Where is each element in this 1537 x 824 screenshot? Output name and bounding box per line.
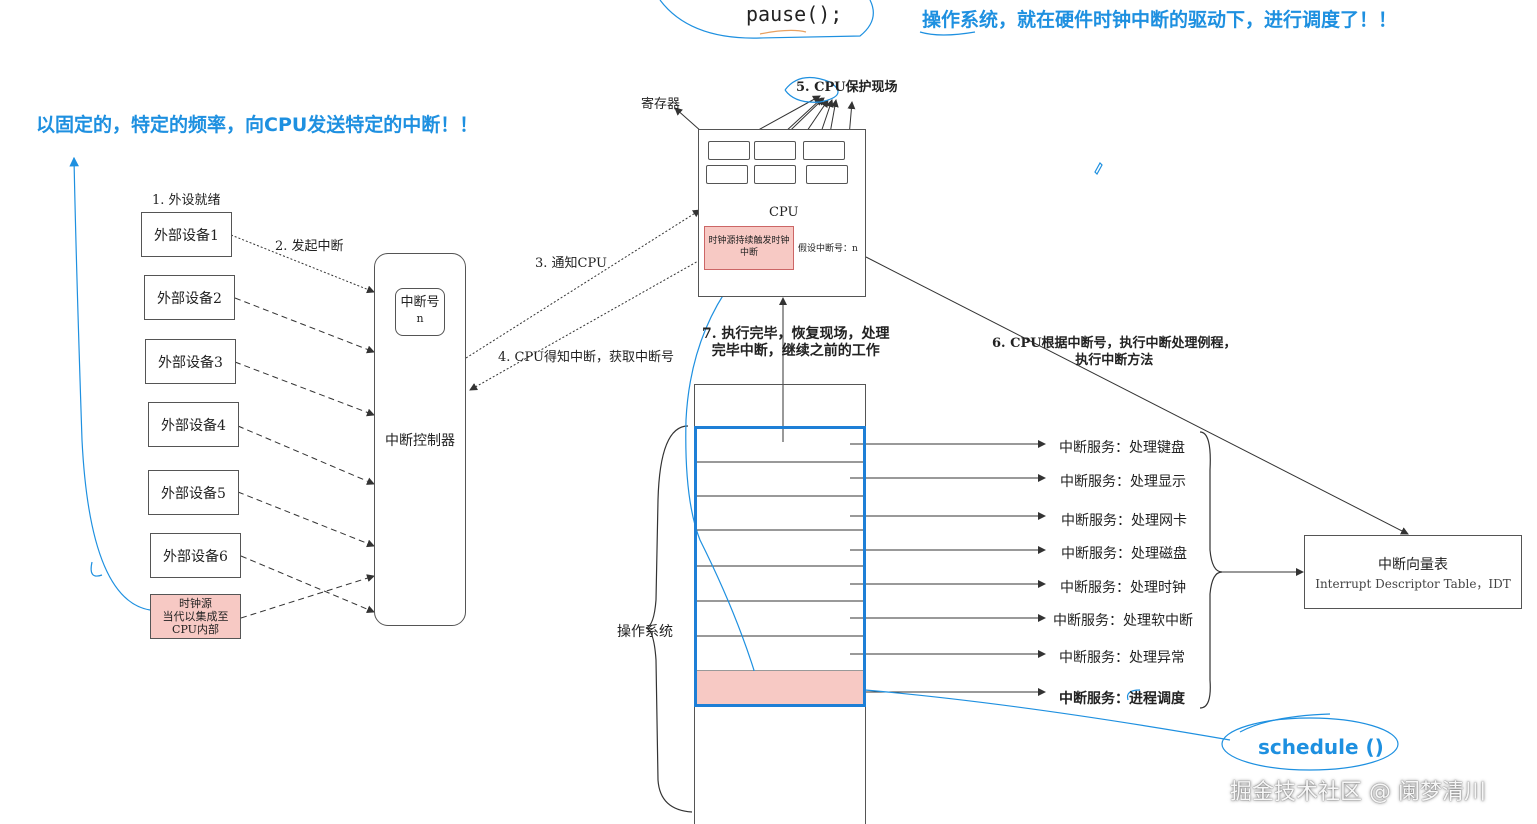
clock-source-line2: 当代以集成至	[162, 610, 229, 623]
register-2	[754, 141, 796, 160]
step6-line1: 6. CPU根据中断号，执行中断处理例程，	[992, 336, 1237, 351]
idt-title: 中断向量表	[1378, 557, 1448, 573]
service-scheduler: 中断服务：进程调度	[1059, 691, 1185, 707]
interrupt-number-value: n	[416, 312, 424, 325]
idt-box: 中断向量表 Interrupt Descriptor Table，IDT	[1304, 535, 1522, 609]
service-soft-interrupt: 中断服务：处理软中断	[1053, 613, 1193, 629]
cpu-label: CPU	[769, 205, 799, 220]
cpu-box: CPU 时钟源持续触发时钟中断 假设中断号：n	[698, 129, 866, 297]
interrupt-controller: 中断号 n 中断控制器	[374, 253, 466, 626]
os-brace	[645, 425, 693, 813]
step7-line1: 7. 执行完毕，恢复现场，处理	[702, 326, 890, 342]
service-brace	[1199, 431, 1223, 709]
clock-source-line3: CPU内部	[172, 623, 219, 636]
step4-label: 4. CPU得知中断，获取中断号	[498, 350, 674, 365]
assumed-interrupt-number: 假设中断号：n	[798, 244, 858, 254]
clock-trigger-box: 时钟源持续触发时钟中断	[704, 226, 794, 270]
service-clock: 中断服务：处理时钟	[1060, 580, 1186, 596]
os-label: 操作系统	[617, 624, 673, 640]
idt-subtitle: Interrupt Descriptor Table，IDT	[1315, 577, 1511, 591]
service-network: 中断服务：处理网卡	[1061, 513, 1187, 529]
interrupt-number-box: 中断号 n	[395, 288, 445, 336]
device-3: 外部设备3	[145, 339, 236, 384]
cpu-to-idt-arrow	[865, 256, 1409, 535]
step2-label: 2. 发起中断	[275, 239, 344, 254]
service-disk: 中断服务：处理磁盘	[1061, 546, 1187, 562]
register-4	[706, 165, 748, 184]
service-keyboard: 中断服务：处理键盘	[1059, 440, 1185, 456]
interrupt-controller-label: 中断控制器	[385, 433, 455, 449]
controller-cpu-arrows	[465, 209, 701, 391]
schedule-row-highlight	[696, 671, 864, 705]
service-display: 中断服务：处理显示	[1060, 474, 1186, 490]
code-snippet: pause();	[746, 2, 843, 26]
device-5: 外部设备5	[148, 470, 239, 515]
step7-label: 7. 执行完毕，恢复现场，处理 完毕中断，继续之前的工作	[702, 326, 890, 360]
device-2: 外部设备2	[144, 275, 235, 320]
device-to-controller-arrows	[230, 234, 375, 619]
registers-label: 寄存器	[641, 97, 681, 112]
service-exception: 中断服务：处理异常	[1059, 650, 1185, 666]
step6-line2: 执行中断方法	[1075, 353, 1154, 368]
watermark: 掘金技术社区 @ 阑梦清川	[1230, 780, 1486, 805]
interrupt-number-label: 中断号	[400, 295, 440, 310]
device-6: 外部设备6	[150, 533, 241, 578]
schedule-function-label: schedule ()	[1258, 735, 1384, 759]
step1-label: 1. 外设就绪	[152, 193, 221, 208]
step6-label: 6. CPU根据中断号，执行中断处理例程， 执行中断方法	[992, 335, 1237, 369]
register-6	[806, 165, 848, 184]
register-1	[708, 141, 750, 160]
device-1: 外部设备1	[141, 212, 232, 257]
clock-source: 时钟源 当代以集成至 CPU内部	[150, 594, 241, 639]
register-5	[754, 165, 796, 184]
top-annotation: 操作系统，就在硬件时钟中断的驱动下，进行调度了！！	[922, 9, 1398, 31]
clock-source-line1: 时钟源	[179, 597, 212, 610]
register-3	[803, 141, 845, 160]
left-annotation: 以固定的，特定的频率，向CPU发送特定的中断！！	[36, 114, 479, 136]
step3-label: 3. 通知CPU	[535, 256, 607, 271]
device-4: 外部设备4	[148, 402, 239, 447]
interrupt-vector-region	[694, 426, 866, 707]
step5-label: 5. CPU保护现场	[796, 80, 898, 95]
service-arrows	[850, 440, 1046, 696]
step7-line2: 完毕中断，继续之前的工作	[711, 343, 880, 359]
